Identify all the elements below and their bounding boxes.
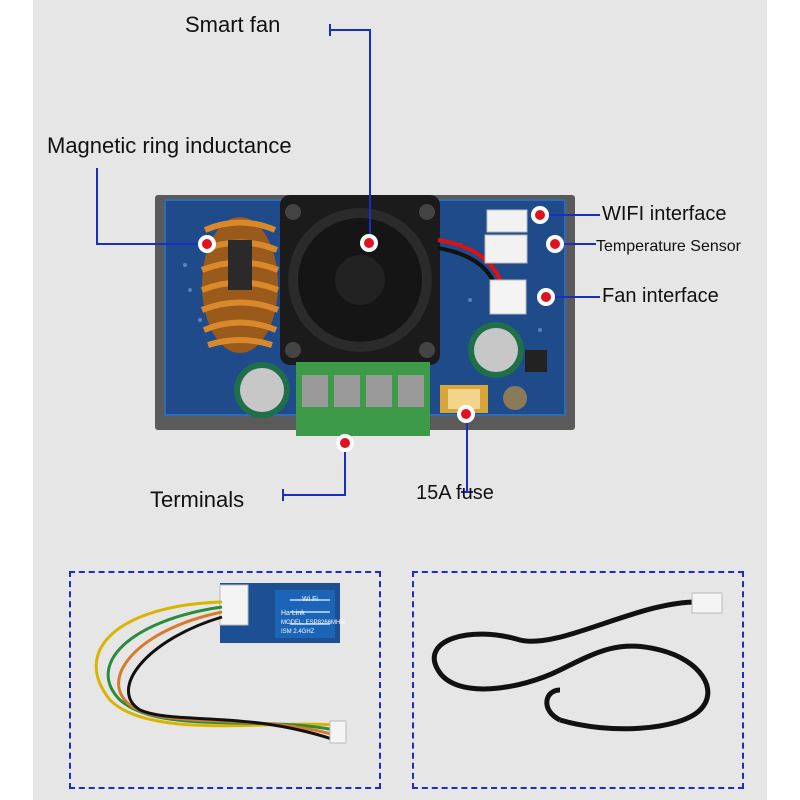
wifi-connector: [486, 209, 528, 233]
marker-dots: [198, 206, 564, 452]
label-fan-interface: Fan interface: [602, 285, 719, 307]
module-model: MODEL: ESP8266MHN: [281, 620, 345, 626]
magnetic-ring-inductor: [200, 217, 280, 353]
callout-line-inductor: [96, 168, 208, 245]
temp-probe-box: [412, 571, 744, 789]
temp-probe-illustration: [431, 599, 711, 732]
label-temp-sensor: Temperature Sensor: [596, 238, 741, 255]
wifi-module-illustration: [94, 583, 347, 744]
smart-fan: [280, 195, 440, 365]
fan-connector: [489, 279, 527, 315]
temperature-connector: [484, 234, 528, 264]
module-brand: Ha Link: [281, 610, 305, 617]
label-smart-fan: Smart fan: [185, 12, 281, 37]
label-magnetic-ring: Magnetic ring inductance: [47, 133, 292, 158]
wifi-module-box: [69, 571, 381, 789]
callout-line-terminals: [283, 444, 346, 496]
module-badge: Wi Fi: [302, 596, 318, 603]
terminal-block: [296, 362, 430, 436]
label-terminals: Terminals: [150, 487, 245, 512]
label-fuse: 15A fuse: [416, 482, 494, 504]
label-wifi: WIFI interface: [602, 203, 727, 225]
module-freq: ISM 2.4GHZ: [281, 629, 315, 635]
callout-line-smart-fan: [330, 29, 371, 243]
